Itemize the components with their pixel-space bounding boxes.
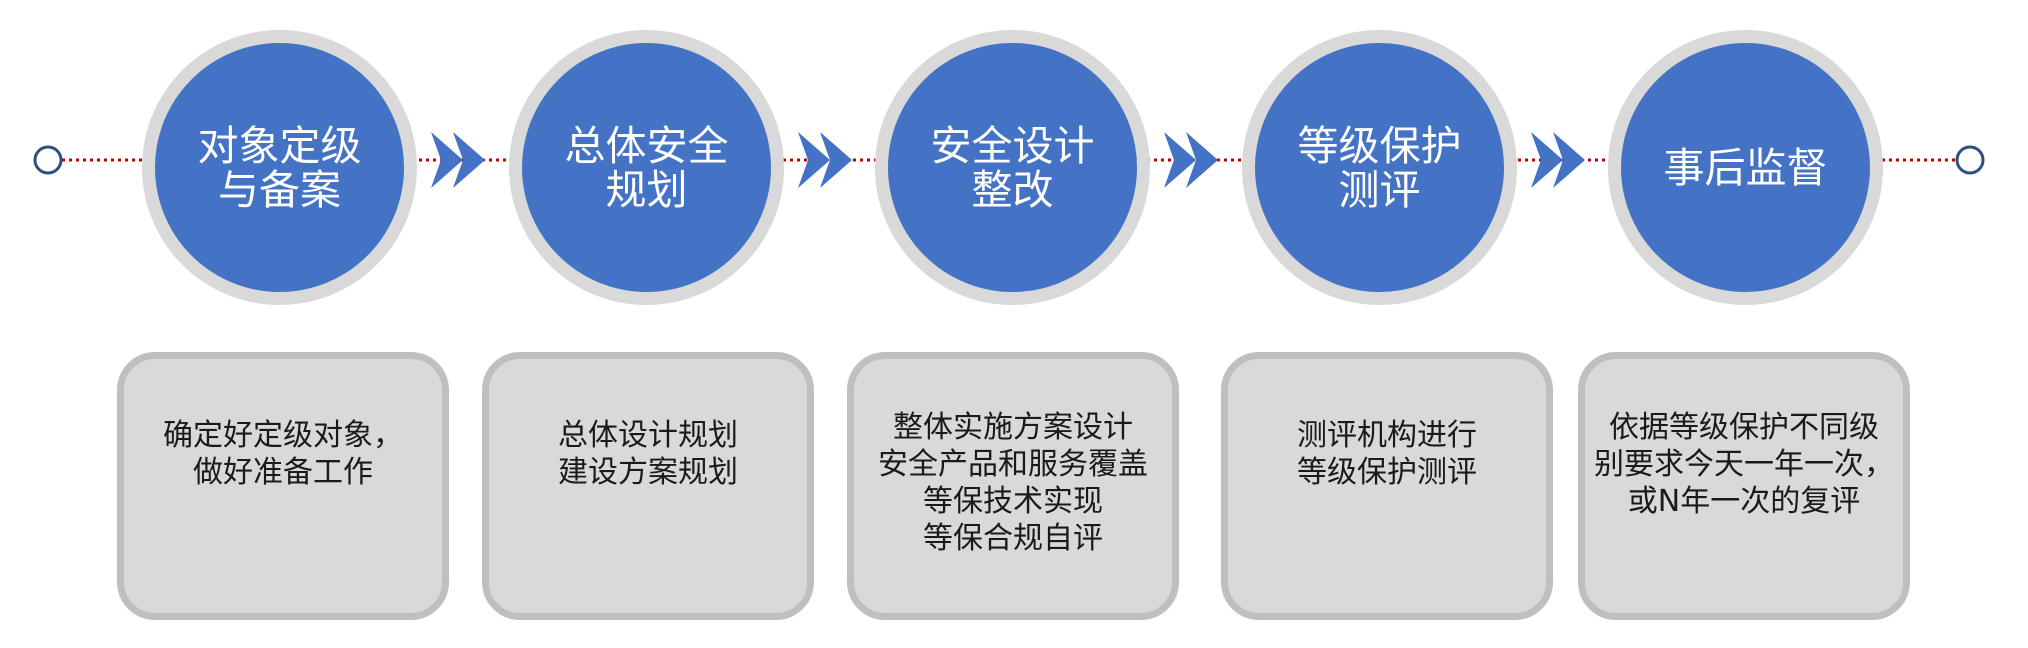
stage-5-description: 依据等级保护不同级 别要求今天一年一次， 或N年一次的复评 (1594, 410, 1894, 519)
double-chevron-arrow-icon (1531, 132, 1585, 188)
stage-3-title: 安全设计 整改 (930, 121, 1095, 214)
chevron-right-icon (453, 132, 485, 188)
stage-2-description: 总体设计规划 建设方案规划 (558, 418, 738, 490)
stage-5-circle: 事后监督 (1608, 30, 1883, 305)
stage-3-description-box: 整体实施方案设计 安全产品和服务覆盖 等保技术实现 等保合规自评 (847, 352, 1179, 620)
end-node-icon (1955, 145, 1985, 175)
chevron-right-icon (798, 132, 830, 188)
stage-3-description: 整体实施方案设计 安全产品和服务覆盖 等保技术实现 等保合规自评 (878, 410, 1148, 556)
stage-2-title: 总体安全 规划 (564, 121, 729, 214)
stage-4-title: 等级保护 测评 (1297, 121, 1462, 214)
stage-2-description-box: 总体设计规划 建设方案规划 (482, 352, 814, 620)
stage-5-description-box: 依据等级保护不同级 别要求今天一年一次， 或N年一次的复评 (1578, 352, 1910, 620)
stage-1-title: 对象定级 与备案 (197, 121, 362, 214)
double-chevron-arrow-icon (1164, 132, 1218, 188)
double-chevron-arrow-icon (798, 132, 852, 188)
stage-4-description: 测评机构进行 等级保护测评 (1297, 418, 1477, 490)
stage-4-circle: 等级保护 测评 (1242, 30, 1517, 305)
start-node-icon (33, 145, 63, 175)
stage-1-circle: 对象定级 与备案 (142, 30, 417, 305)
stage-2-circle: 总体安全 规划 (509, 30, 784, 305)
stage-3-circle: 安全设计 整改 (875, 30, 1150, 305)
double-chevron-arrow-icon (431, 132, 485, 188)
chevron-right-icon (431, 132, 463, 188)
chevron-right-icon (1531, 132, 1563, 188)
stage-1-description: 确定好定级对象， 做好准备工作 (163, 418, 403, 490)
chevron-right-icon (1553, 132, 1585, 188)
stage-1-description-box: 确定好定级对象， 做好准备工作 (117, 352, 449, 620)
stage-4-description-box: 测评机构进行 等级保护测评 (1221, 352, 1553, 620)
chevron-right-icon (820, 132, 852, 188)
chevron-right-icon (1186, 132, 1218, 188)
stage-5-title: 事后监督 (1663, 143, 1828, 192)
chevron-right-icon (1164, 132, 1196, 188)
